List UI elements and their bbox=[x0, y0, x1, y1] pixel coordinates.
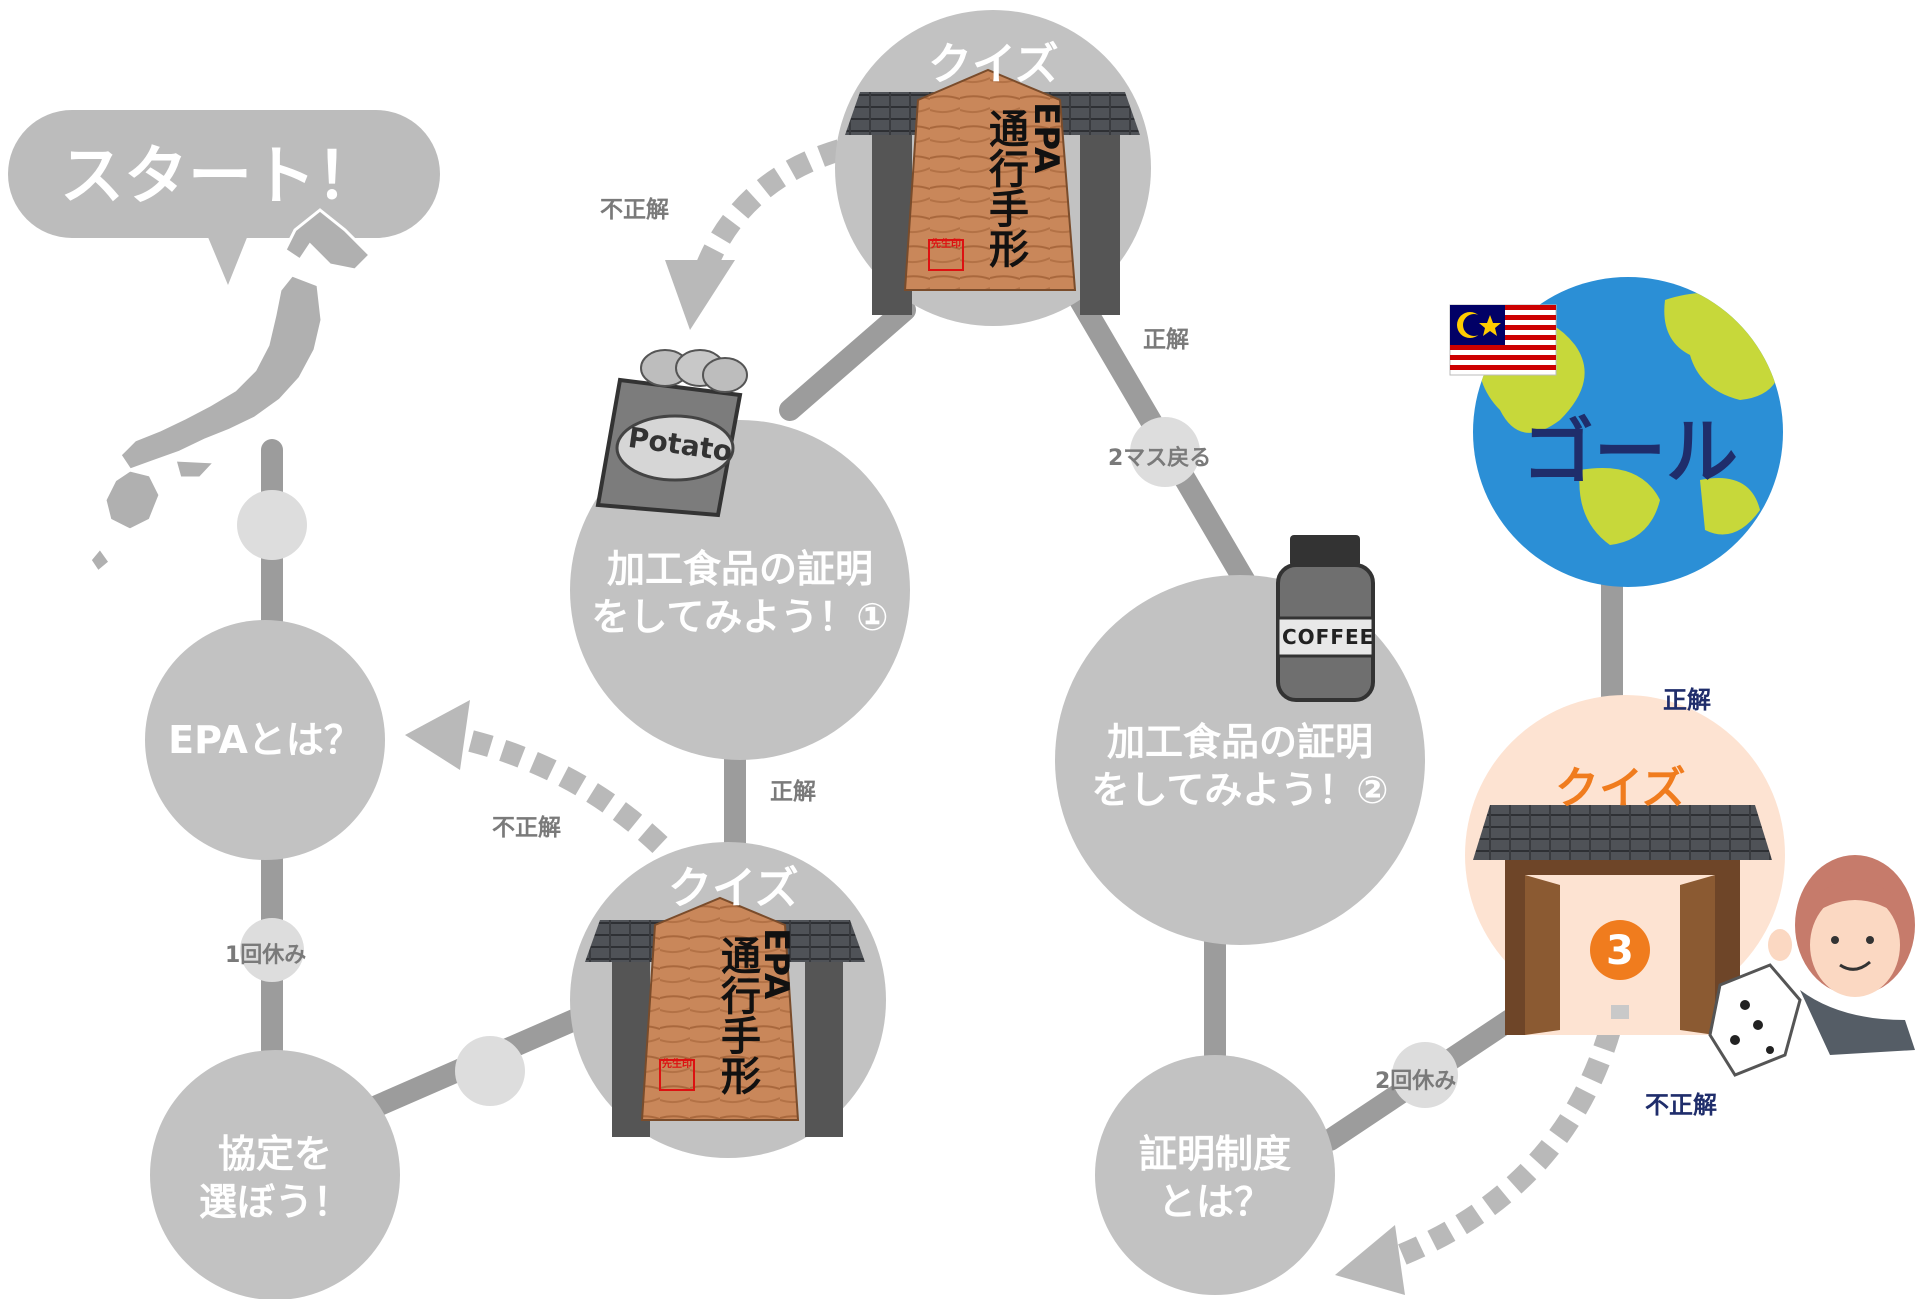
dice-token[interactable] bbox=[1590, 920, 1650, 980]
edge-label-correct-goal: 正解 bbox=[1663, 686, 1711, 714]
dice-icon[interactable] bbox=[1708, 963, 1802, 1077]
node-agreement-line1: 協定を bbox=[217, 1132, 332, 1176]
coffee-jar-icon bbox=[1276, 535, 1375, 702]
step-circles bbox=[237, 417, 1458, 1108]
node-proof1-line2: をしてみよう！① bbox=[591, 595, 889, 639]
arrow-head-2 bbox=[405, 700, 470, 770]
node-proof1-label: 加工食品の証明 をしてみよう！① bbox=[580, 545, 900, 641]
arrow-head-3 bbox=[1335, 1225, 1405, 1295]
start-bubble bbox=[8, 110, 440, 285]
edge-label-rest2: 2回休み bbox=[1375, 1069, 1457, 1094]
woman-player-icon bbox=[1768, 855, 1915, 1055]
edge-label-incorrect-top: 不正解 bbox=[600, 197, 669, 223]
step-circle bbox=[1130, 417, 1200, 487]
permit-text-top: 通行手形 bbox=[982, 108, 1028, 268]
permit-epa-top: EPA bbox=[1026, 102, 1066, 174]
start-label: スタート！ bbox=[60, 140, 380, 214]
potato-chips-icon bbox=[595, 349, 748, 518]
node-proof2-label: 加工食品の証明 をしてみよう！② bbox=[1075, 718, 1405, 814]
seal-icon bbox=[659, 239, 964, 1091]
path-proof1-quiz2 bbox=[779, 299, 916, 421]
step-circle bbox=[240, 918, 304, 982]
node-proof2-line2: をしてみよう！② bbox=[1091, 768, 1389, 812]
incorrect-arrow-quiz3 bbox=[1371, 1026, 1621, 1276]
edge-label-correct-mid: 正解 bbox=[770, 779, 816, 805]
permit-text-middle: 通行手形 bbox=[714, 935, 760, 1095]
edge-label-incorrect-quiz3: 不正解 bbox=[1645, 1091, 1717, 1119]
arrow-head-1 bbox=[665, 260, 735, 330]
node-cert-line1: 証明制度 bbox=[1138, 1132, 1291, 1176]
quiz-label-top: クイズ bbox=[928, 39, 1059, 90]
step-circle bbox=[237, 490, 307, 560]
gate-icon bbox=[585, 896, 865, 1137]
node-cert-system bbox=[1095, 1055, 1335, 1295]
node-proof1-line1: 加工食品の証明 bbox=[606, 547, 873, 591]
node-epa-what bbox=[145, 620, 385, 860]
incorrect-arrow-quiz2 bbox=[694, 139, 844, 275]
gate-icon bbox=[845, 68, 1140, 315]
node-agreement-label: 協定を 選ぼう！ bbox=[175, 1130, 375, 1226]
edge-label-back2: 2マス戻る bbox=[1108, 446, 1212, 471]
node-epa-what-label: EPAとは？ bbox=[168, 718, 362, 762]
edge-label-correct-top: 正解 bbox=[1143, 327, 1189, 353]
dice-value: 3 bbox=[1606, 928, 1634, 974]
arrow-heads bbox=[405, 260, 1405, 1295]
edge-label-incorrect-mid: 不正解 bbox=[492, 815, 561, 841]
incorrect-arrow-quiz1 bbox=[442, 724, 668, 853]
step-circle bbox=[1392, 1042, 1458, 1108]
edge-label-rest1: 1回休み bbox=[225, 943, 307, 968]
node-agreement-line2: 選ぼう！ bbox=[198, 1180, 351, 1224]
position-marker bbox=[1611, 1005, 1629, 1019]
node-agreement bbox=[150, 1050, 400, 1299]
quiz-label-middle: クイズ bbox=[668, 863, 799, 914]
goal-label: ゴール bbox=[1522, 410, 1739, 494]
quiz-label-active: クイズ bbox=[1555, 763, 1686, 814]
node-cert-label: 証明制度 とは？ bbox=[1115, 1130, 1315, 1226]
incorrect-arrows bbox=[442, 139, 1621, 1276]
step-circle bbox=[455, 1036, 525, 1106]
node-proof2-line1: 加工食品の証明 bbox=[1106, 720, 1373, 764]
permit-epa-middle: EPA bbox=[756, 928, 796, 1000]
coffee-label: COFFEE bbox=[1282, 625, 1375, 649]
permit-seal-top: 先生印 bbox=[931, 239, 961, 250]
node-cert-line2: とは？ bbox=[1157, 1180, 1272, 1224]
permit-seal-middle: 先生印 bbox=[662, 1059, 692, 1070]
japan-map-icon bbox=[88, 208, 373, 575]
malaysia-flag-icon bbox=[1449, 304, 1557, 376]
